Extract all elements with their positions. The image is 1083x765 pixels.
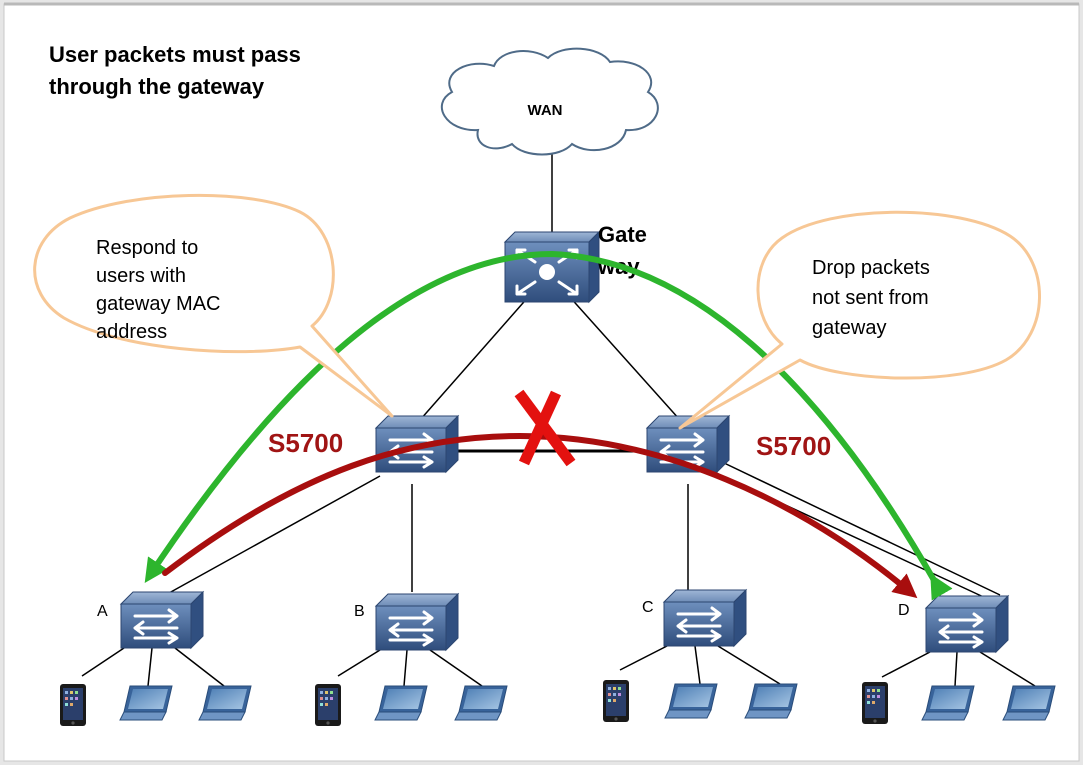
svg-text:gateway MAC: gateway MAC	[96, 293, 221, 315]
access-switch-d	[924, 594, 1010, 654]
svg-text:not sent from: not sent from	[812, 287, 929, 309]
access-switch-c	[662, 588, 748, 648]
red-path-arrow	[162, 432, 918, 599]
svg-text:through the gateway: through the gateway	[49, 74, 265, 99]
svg-text:gateway: gateway	[812, 317, 887, 339]
cloud-icon	[440, 47, 659, 156]
green-path-arrow	[144, 250, 953, 601]
router-icon	[503, 230, 601, 304]
svg-text:address: address	[96, 321, 167, 343]
switch-icon	[119, 590, 205, 650]
switch-label-a: A	[97, 603, 108, 620]
tablet-icon	[603, 680, 629, 722]
switch-icon	[374, 592, 460, 652]
svg-text:WAN: WAN	[528, 102, 563, 119]
gateway-router	[503, 230, 601, 304]
svg-text:Respond to: Respond to	[96, 237, 198, 259]
wan-cloud: WAN	[440, 47, 659, 156]
right-switch-label: S5700	[756, 431, 831, 461]
switch-label-b: B	[354, 603, 365, 620]
svg-text:Drop packets: Drop packets	[812, 257, 930, 279]
tablet-icon	[315, 684, 341, 726]
access-switch-a	[119, 590, 205, 650]
callout-right: Drop packets not sent from gateway	[678, 210, 1041, 430]
tablet-icon	[862, 682, 888, 724]
gateway-label: Gate way	[597, 222, 647, 279]
switch-icon	[662, 588, 748, 648]
svg-text:Gate: Gate	[598, 222, 647, 247]
svg-text:users with: users with	[96, 265, 186, 287]
left-switch-label: S5700	[268, 428, 343, 458]
switch-icon	[924, 594, 1010, 654]
diagram-title: User packets must pass through the gatew…	[49, 42, 301, 99]
svg-text:User packets must pass: User packets must pass	[49, 42, 301, 67]
x-mark-icon	[514, 389, 576, 467]
tablet-icon	[60, 684, 86, 726]
access-switch-b	[374, 592, 460, 652]
callout-left: Respond to users with gateway MAC addres…	[33, 193, 394, 418]
switch-label-c: C	[642, 599, 654, 616]
switch-label-d: D	[898, 602, 910, 619]
